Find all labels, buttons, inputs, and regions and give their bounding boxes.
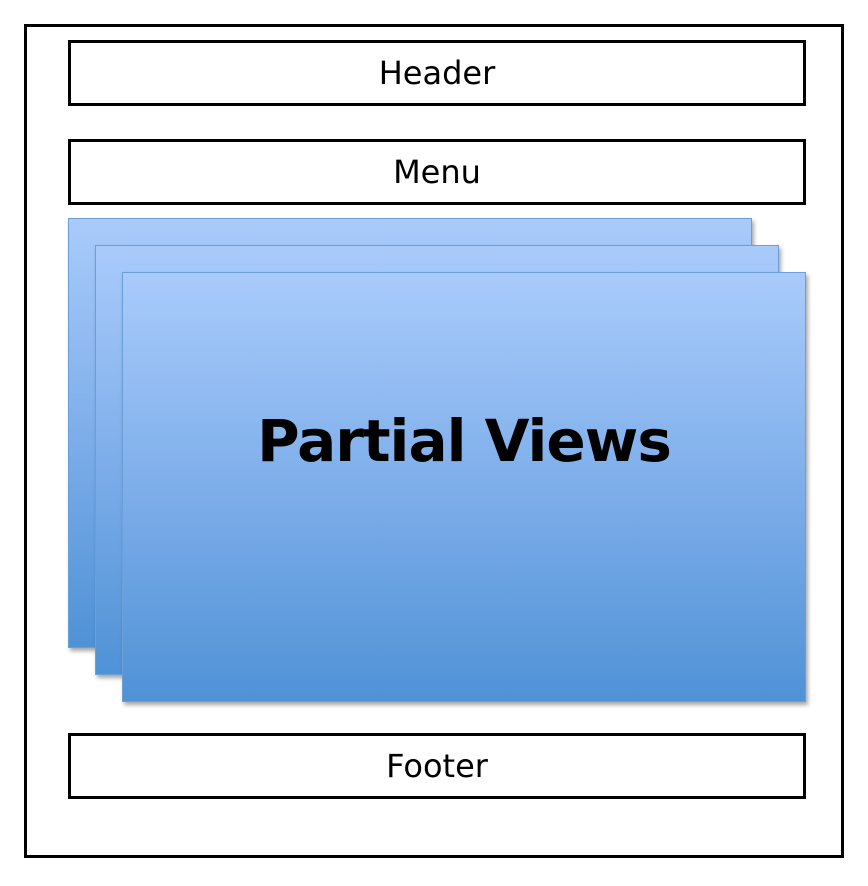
header-label: Header <box>378 54 496 92</box>
partial-views-label: Partial Views <box>257 407 672 475</box>
partial-view-sheet-front: Partial Views <box>122 272 806 702</box>
menu-label: Menu <box>393 153 481 191</box>
header-box: Header <box>68 40 806 106</box>
footer-box: Footer <box>68 733 806 799</box>
menu-box: Menu <box>68 139 806 205</box>
footer-label: Footer <box>386 747 488 785</box>
